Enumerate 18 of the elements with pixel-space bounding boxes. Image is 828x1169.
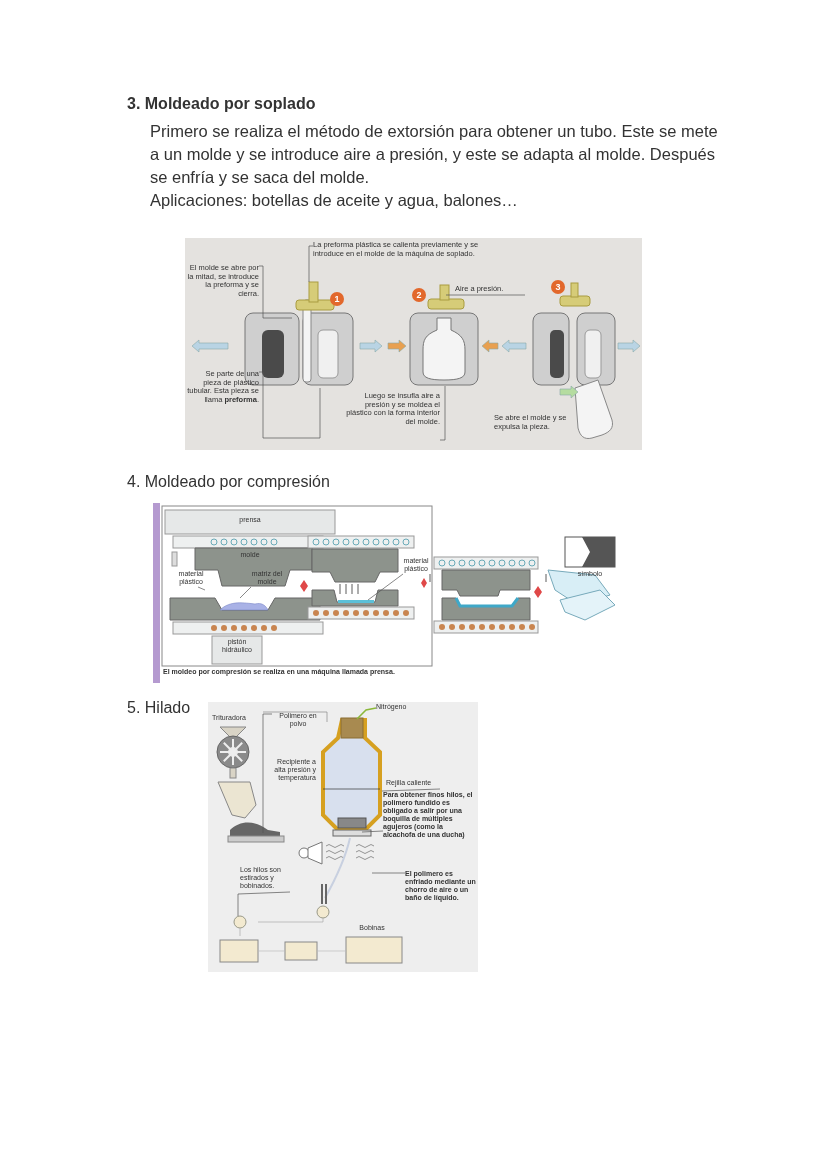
leader-line [439, 385, 446, 441]
leader-line [262, 713, 273, 834]
leader-line [197, 586, 206, 591]
leader-line [237, 891, 291, 917]
leader-line [308, 245, 314, 283]
leader-line [356, 707, 377, 720]
body-paragraph: Primero se realiza el método de extorsión para obtener un tubo. Este se mete a un molde y se introduce aire a presión, y este se adapta al molde. Después se enfría y se saca del molde. [150, 121, 719, 189]
leader-line [239, 586, 252, 599]
leader-line [371, 872, 406, 874]
leader-line [381, 788, 441, 792]
section-heading: 3. Moldeado por soplado [127, 95, 317, 114]
leader-line [258, 371, 321, 439]
body-paragraph: Aplicaciones: botellas de aceite y agua, balones… [150, 190, 519, 211]
leader-line [258, 265, 293, 319]
section-heading: 4. Moldeado por compresión [127, 473, 331, 492]
leader-line [445, 294, 526, 296]
leader-line [361, 830, 384, 833]
leader-line [367, 573, 404, 601]
